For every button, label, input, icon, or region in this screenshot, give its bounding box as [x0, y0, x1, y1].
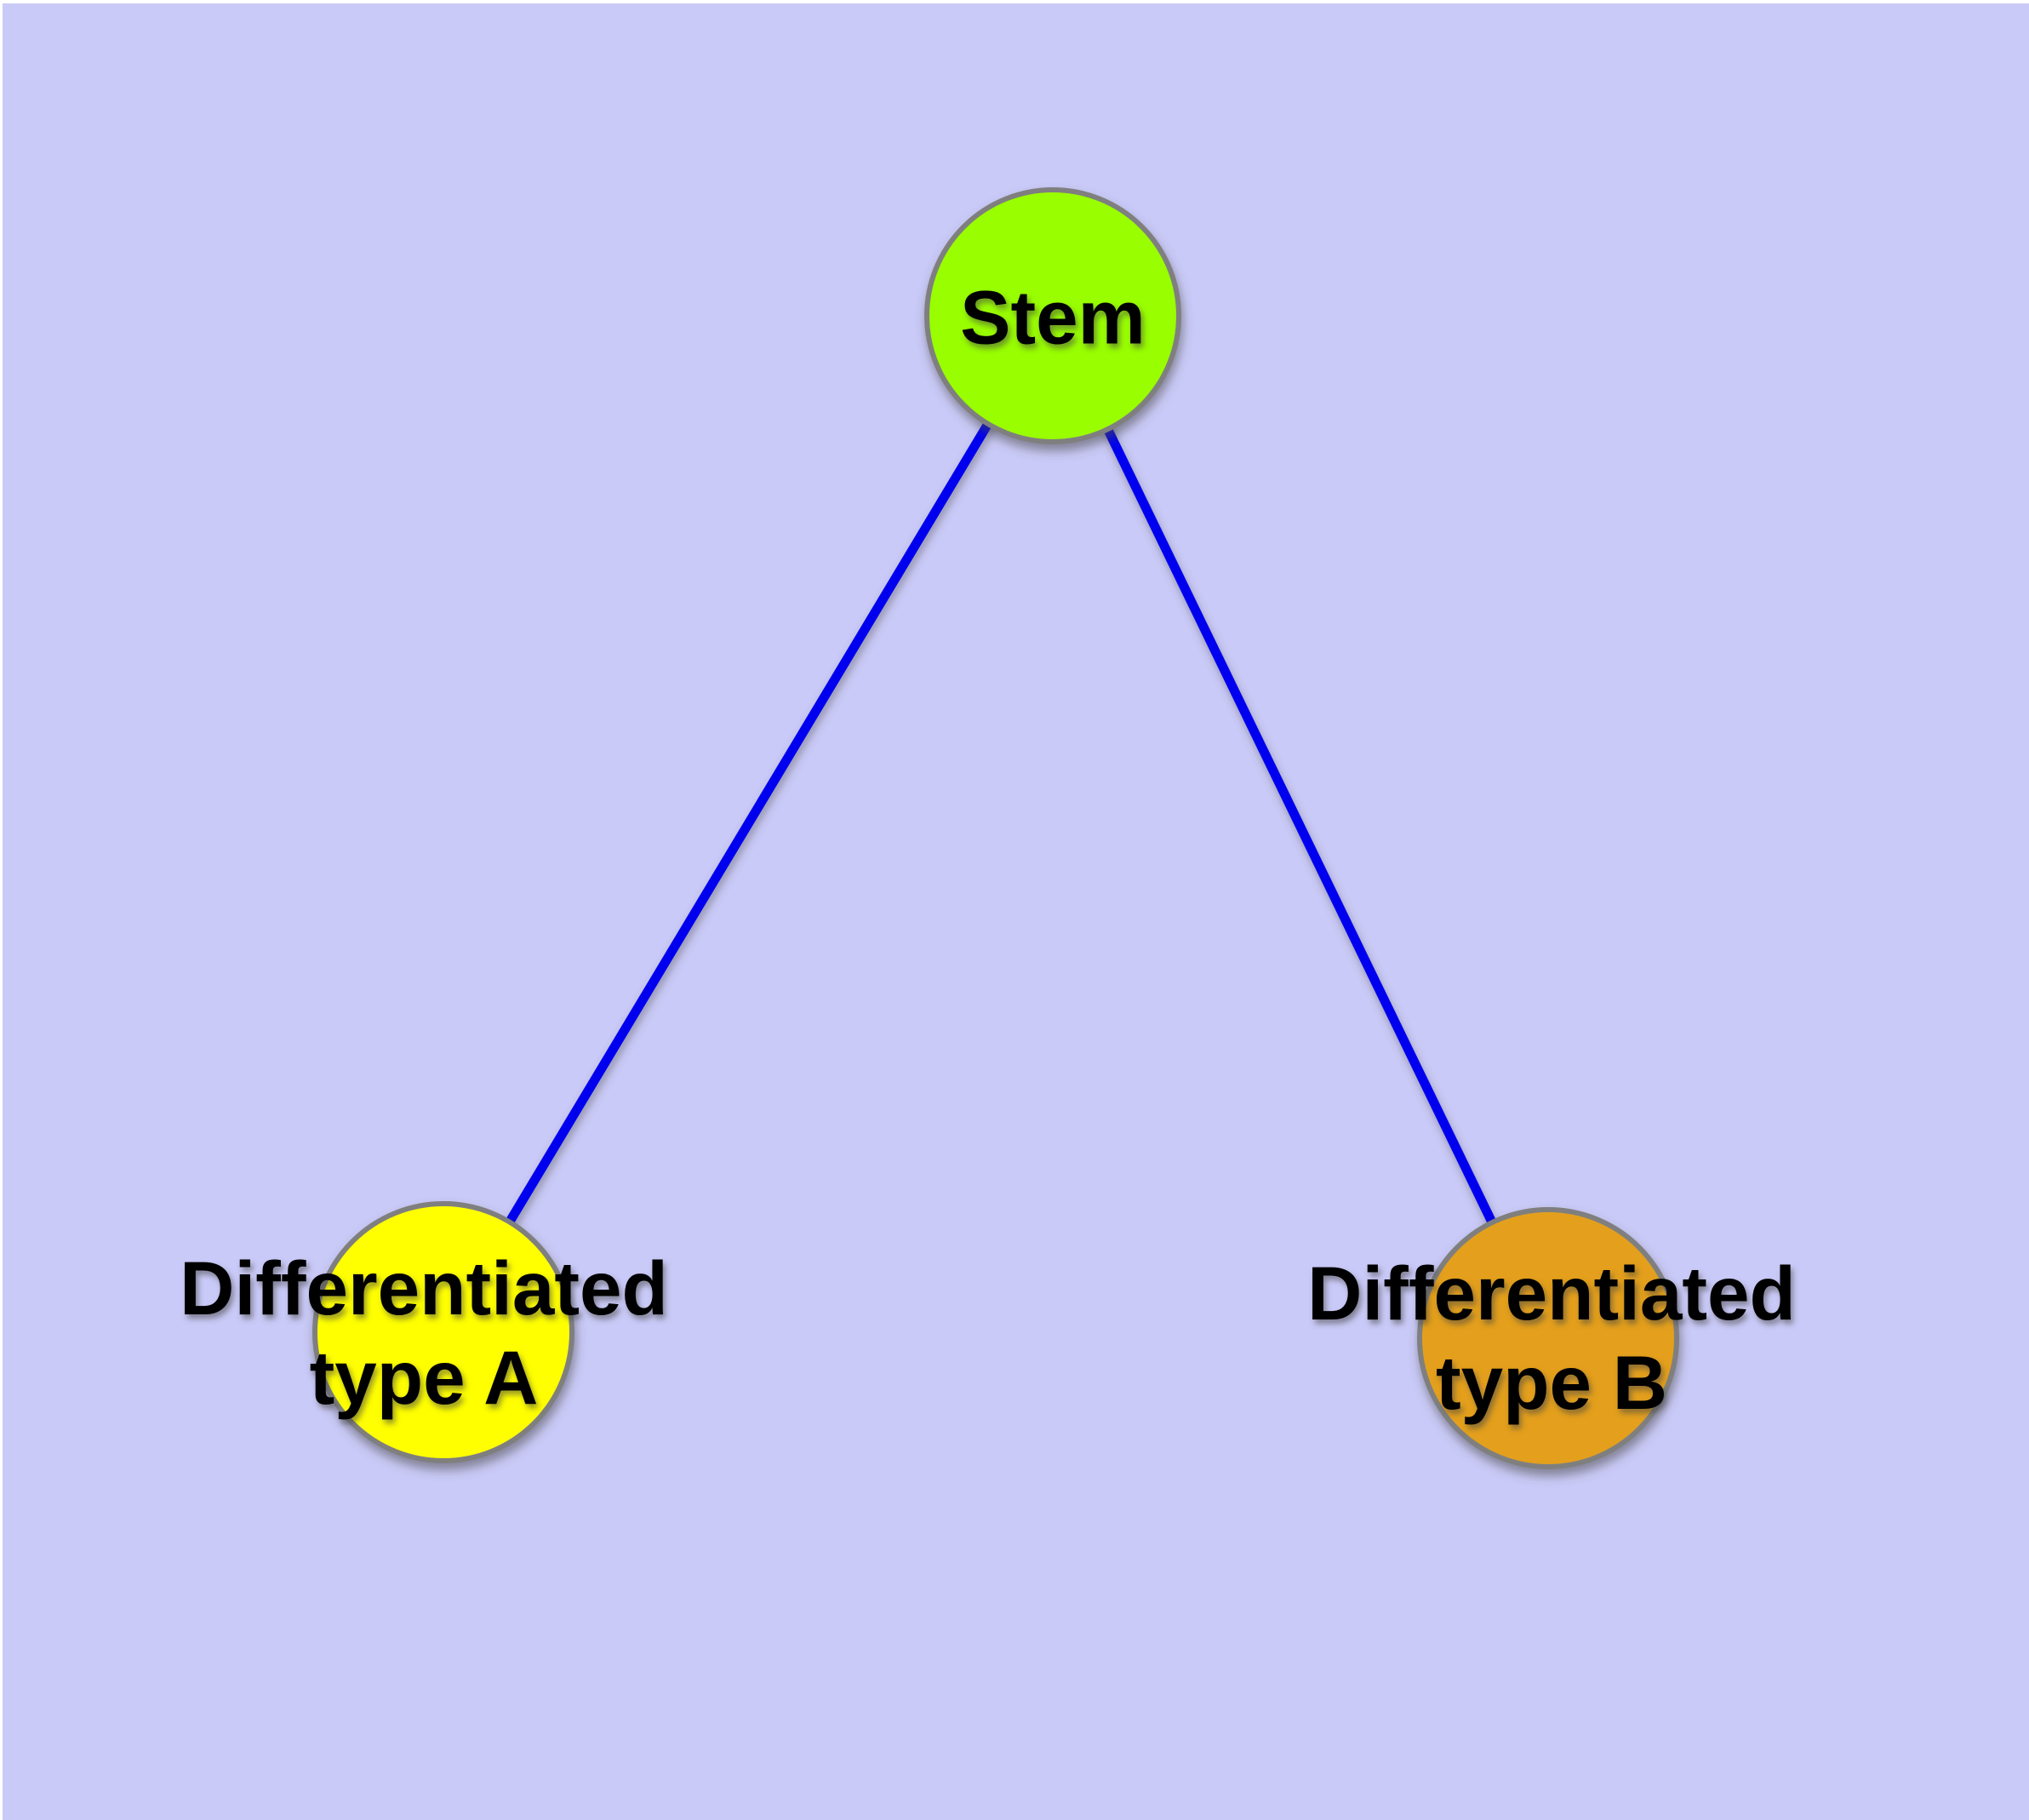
node-type-a-circle [312, 1201, 574, 1463]
edge-stem-to-type-b [1049, 313, 1552, 1341]
edge-stem-to-type-a [439, 313, 1057, 1335]
node-stem-circle [924, 187, 1181, 444]
node-type-b-label: Differentiated type B [1307, 1251, 1796, 1425]
node-type-a-label: Differentiated type A [180, 1245, 668, 1420]
node-stem-label: Stem [960, 274, 1146, 360]
node-type-b-circle [1417, 1207, 1679, 1469]
